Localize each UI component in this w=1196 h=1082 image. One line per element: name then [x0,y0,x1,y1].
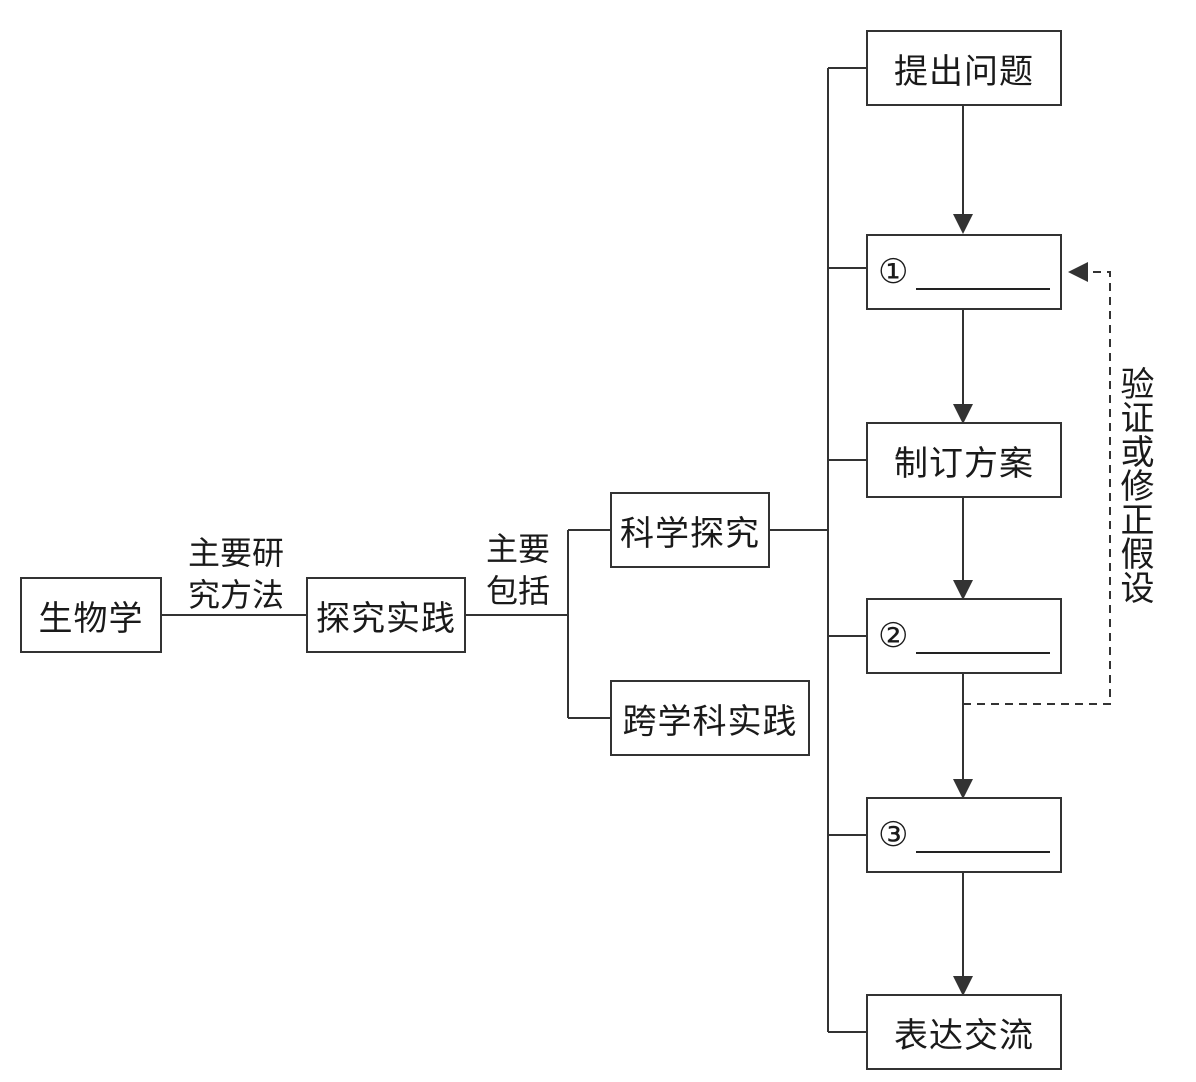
step-plan-label: 制订方案 [894,443,1034,484]
step-express: 表达交流 [866,994,1062,1070]
step-question: 提出问题 [866,30,1062,106]
feedback-label-verify: 验证或修正假设 [1114,366,1154,604]
blank-1-answer-line[interactable] [916,288,1050,290]
step-plan: 制订方案 [866,422,1062,498]
blank-2-answer-line[interactable] [916,652,1050,654]
node-practice: 探究实践 [306,577,466,653]
node-interdisciplinary-label: 跨学科实践 [622,701,798,742]
node-practice-label: 探究实践 [316,598,456,639]
step-express-label: 表达交流 [894,1015,1034,1056]
step-blank-1: ① [866,234,1062,310]
step-question-label: 提出问题 [894,51,1034,92]
feedback-dashed-line [963,262,1111,705]
node-interdisciplinary: 跨学科实践 [610,680,810,756]
blank-3-number: ③ [878,815,909,855]
node-science-inquiry: 科学探究 [610,492,770,568]
step-blank-3: ③ [866,797,1062,873]
edge-label-main-method: 主要研 究方法 [187,534,284,614]
edge-label-main-include: 主要 包括 [485,530,550,610]
node-biology-label: 生物学 [38,598,144,639]
blank-2-number: ② [878,616,909,656]
node-biology: 生物学 [20,577,162,653]
step-blank-2: ② [866,598,1062,674]
blank-1-number: ① [878,252,909,292]
node-science-inquiry-label: 科学探究 [620,513,760,554]
blank-3-answer-line[interactable] [916,851,1050,853]
